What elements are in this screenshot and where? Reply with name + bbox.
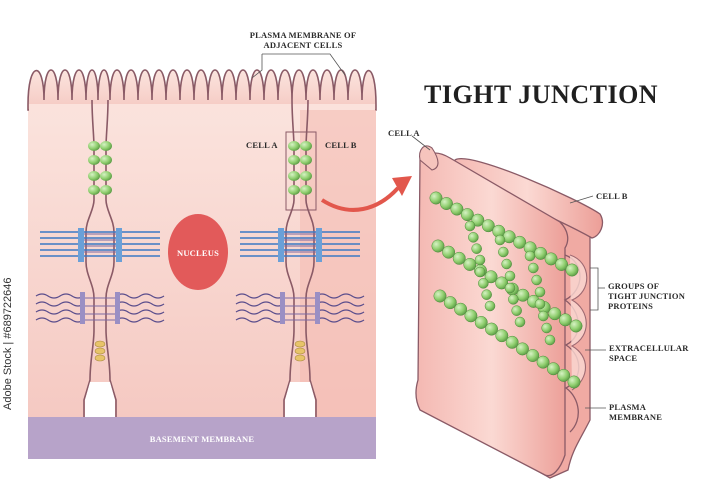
label-line: MEMBRANE [609,412,663,422]
label-line: PROTEINS [608,301,654,311]
lateral-membrane-right [283,99,317,417]
tj-protein-bead [481,219,495,233]
tj-protein-bead [541,322,552,334]
tj-protein-bead [548,307,562,321]
gap-junction-left [94,340,106,362]
label-line: PLASMA MEMBRANE OF [249,30,357,40]
tj-protein-bead [504,282,516,294]
tj-protein-bead [471,243,482,254]
label-line: SPACE [609,353,638,363]
tj-protein-bead [555,258,568,271]
tj-protein-bead [440,197,453,210]
tj-protein-bead [534,286,546,298]
microvilli [27,69,377,111]
tj-protein-bead [484,300,496,312]
label-line: GROUPS OF [608,281,660,291]
label-line: ADJACENT CELLS [263,40,343,50]
label-plasma-membrane: PLASMA MEMBRANE [609,402,662,422]
tj-protein-bead [433,289,447,303]
label-extracellular-space: EXTRACELLULAR SPACE [609,343,689,363]
tj-protein-bead [452,251,466,265]
tj-protein-bead [484,270,498,284]
label-line: TIGHT JUNCTION [608,291,686,301]
tj-protein-bead [481,289,492,300]
label-plasma-membrane-adjacent: PLASMA MEMBRANE OF ADJACENT CELLS [241,30,365,50]
tj-protein-bead [464,220,476,232]
label-cell-b-right: CELL B [596,191,628,201]
tj-protein-bead [531,274,542,286]
tight-junction-proteins-right [288,141,312,195]
tj-protein-bead [544,252,558,266]
tj-protein-bead [534,298,546,310]
tj-protein-bead [526,349,540,362]
tj-protein-bead [557,368,571,382]
tj-protein-bead [508,294,519,305]
adherens-junction-right [240,228,360,262]
tj-protein-bead [463,258,477,271]
label-line: PLASMA [609,402,647,412]
tj-protein-bead [471,213,485,227]
label-basement-membrane: BASEMENT MEMBRANE [149,434,255,444]
tj-3d-model [415,145,604,479]
tj-protein-bead [443,296,457,310]
desmosome-left [35,292,165,324]
tj-protein-bead [498,246,509,258]
watermark-text: Adobe Stock | #689722646 [2,277,14,410]
tj-protein-bead [567,375,581,389]
tj-protein-bead [544,334,556,346]
gap-junction-right [294,340,306,362]
page-title: TIGHT JUNCTION [424,80,659,109]
tj-protein-bead [454,302,468,316]
tj-protein-bead [474,254,486,266]
tj-protein-bead [464,309,478,323]
tj-protein-bead [514,316,526,328]
zoom-arrow [320,186,400,212]
tj-protein-bead [511,305,522,316]
tj-protein-bead [460,208,474,222]
tj-protein-bead [505,335,519,349]
tj-protein-bead [524,250,536,262]
label-nucleus: NUCLEUS [176,248,220,258]
lateral-membrane-left [83,99,117,417]
tj-protein-bead [558,313,572,327]
tj-protein-bead [546,362,560,376]
tj-protein-bead [565,263,579,277]
tj-protein-bead [468,232,479,243]
tj-protein-bead [474,316,488,329]
tj-protein-bead [569,319,583,333]
tj-protein-bead [478,278,489,289]
tj-protein-bead [494,234,506,246]
tj-protein-bead [501,258,512,270]
label-groups-tj-proteins: GROUPS OF TIGHT JUNCTION PROTEINS [608,281,685,311]
tj-protein-bead [538,310,549,322]
label-cell-b-left: CELL B [325,140,357,150]
tj-protein-bead [485,322,498,336]
desmosome-right [235,292,365,324]
tj-protein-bead [431,239,445,253]
tj-protein-bead [429,191,443,205]
label-line: EXTRACELLULAR [609,343,689,353]
tj-protein-bead [536,355,550,369]
tj-protein-bead [513,235,527,249]
tj-protein-strands [429,191,583,389]
tj-protein-bead [495,329,509,343]
label-cell-a-right: CELL A [388,128,420,138]
tight-junction-proteins-left [88,141,112,195]
zoom-box [285,131,317,211]
tj-protein-bead [450,202,464,216]
tj-protein-bead [516,342,529,356]
tj-protein-bead [474,266,486,278]
adherens-junction-left [40,228,160,262]
nucleus [168,214,228,290]
tj-protein-bead [495,276,509,290]
tj-protein-bead [442,245,456,259]
tj-protein-bead [528,262,539,274]
tj-protein-bead [504,270,516,282]
label-cell-a-left: CELL A [246,140,278,150]
tj-protein-bead [516,288,530,302]
basement-membrane [28,417,376,459]
